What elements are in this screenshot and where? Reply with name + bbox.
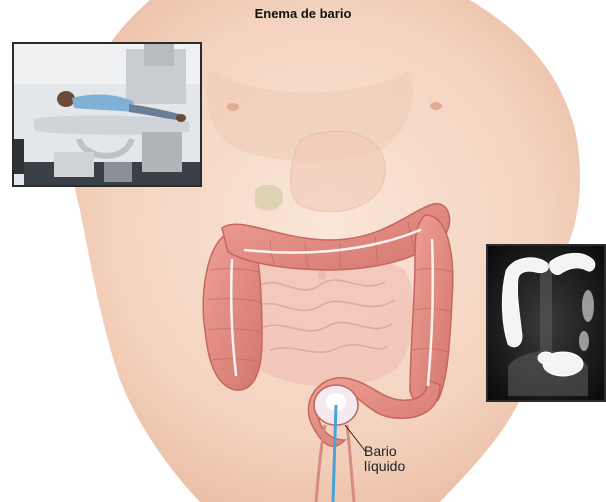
right-nipple (430, 102, 442, 110)
barium-label: Bario líquido (364, 444, 405, 474)
barium-xray-image (486, 244, 606, 402)
barium-label-line-2: líquido (364, 459, 405, 474)
diagram-title: Enema de bario (0, 6, 606, 21)
xray-drawing (488, 246, 604, 400)
barium-label-line-1: Bario (364, 444, 405, 459)
patient-on-xray-table-photo (12, 42, 202, 187)
left-nipple (227, 103, 239, 111)
small-intestine (242, 254, 414, 386)
photo-drawing (14, 44, 200, 185)
